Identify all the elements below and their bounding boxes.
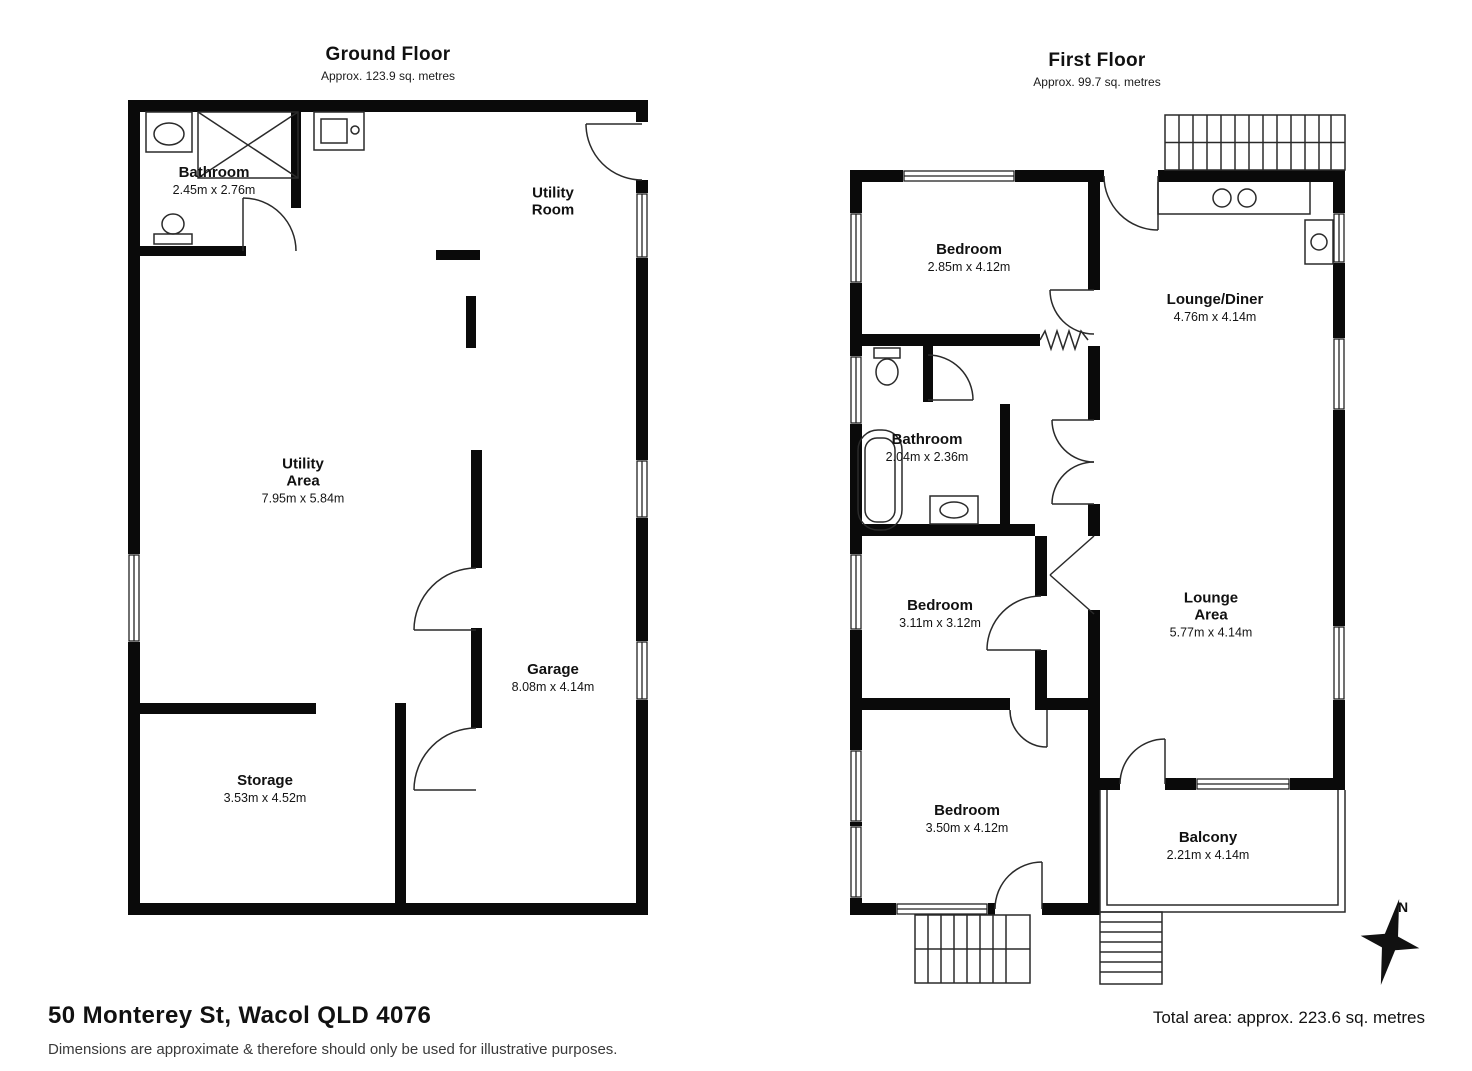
room-label-gf-garage: Garage 8.08m x 4.14m bbox=[511, 661, 595, 694]
ground-floor-walls bbox=[128, 100, 648, 915]
room-label-ff-lounge-diner: Lounge/Diner 4.76m x 4.14m bbox=[1166, 291, 1264, 324]
room-label-gf-utility-area: Utility Area 7.95m x 5.84m bbox=[261, 455, 345, 506]
laundry-sink-icon bbox=[313, 111, 365, 151]
ground-floor-doors bbox=[242, 122, 648, 791]
room-label-ff-balcony: Balcony 2.21m x 4.14m bbox=[1166, 829, 1250, 862]
room-label-gf-storage: Storage 3.53m x 4.52m bbox=[223, 772, 307, 805]
first-floor-title: First Floor Approx. 99.7 sq. metres bbox=[1033, 50, 1160, 89]
ground-floor-subtitle: Approx. 123.9 sq. metres bbox=[320, 69, 456, 83]
bathtub-icon bbox=[857, 429, 903, 531]
first-floor-subtitle: Approx. 99.7 sq. metres bbox=[1033, 75, 1161, 89]
room-label-ff-lounge-area: Lounge Area 5.77m x 4.14m bbox=[1169, 589, 1253, 640]
ground-floor-windows bbox=[128, 193, 648, 700]
property-address: 50 Monterey St, Wacol QLD 4076 bbox=[48, 1002, 432, 1029]
room-label-gf-utility-room: Utility Room bbox=[531, 184, 575, 219]
room-label-ff-bathroom: Bathroom 2.04m x 2.36m bbox=[885, 431, 969, 464]
ground-floor-fixtures bbox=[145, 111, 365, 245]
first-floor-walls bbox=[850, 170, 1345, 915]
ground-floor-title: Ground Floor Approx. 123.9 sq. metres bbox=[321, 44, 455, 83]
toilet-icon bbox=[873, 347, 901, 359]
room-label-gf-bathroom: Bathroom 2.45m x 2.76m bbox=[172, 164, 256, 197]
first-floor-doors bbox=[927, 170, 1166, 915]
compass-north-label: N bbox=[1398, 899, 1408, 915]
cooktop-icon bbox=[1212, 188, 1232, 208]
first-floor-fixtures bbox=[857, 182, 1334, 531]
room-label-ff-bedroom-1: Bedroom 2.85m x 4.12m bbox=[927, 241, 1011, 274]
stairs-entry bbox=[914, 914, 1031, 984]
kitchen-sink-icon bbox=[1304, 219, 1334, 265]
stairs-top bbox=[1164, 114, 1346, 171]
toilet-icon bbox=[153, 233, 193, 245]
shower-icon bbox=[197, 111, 299, 179]
stairs-balcony bbox=[1099, 911, 1163, 985]
ground-floor-title-text: Ground Floor bbox=[325, 44, 451, 65]
room-label-ff-bedroom-2: Bedroom 3.11m x 3.12m bbox=[899, 597, 981, 630]
basin-icon bbox=[929, 495, 979, 525]
north-compass-icon: N bbox=[1360, 898, 1420, 986]
sliding-door-zigzag bbox=[1039, 328, 1089, 352]
disclaimer-text: Dimensions are approximate & therefore s… bbox=[48, 1041, 618, 1058]
kitchen-counter-icon bbox=[1157, 182, 1311, 215]
room-label-ff-bedroom-3: Bedroom 3.50m x 4.12m bbox=[925, 802, 1009, 835]
total-area-text: Total area: approx. 223.6 sq. metres bbox=[1152, 1008, 1425, 1027]
basin-icon bbox=[145, 111, 193, 153]
first-floor-title-text: First Floor bbox=[1048, 50, 1146, 71]
balcony-railing bbox=[1099, 790, 1346, 913]
first-floor-windows bbox=[850, 170, 1345, 915]
